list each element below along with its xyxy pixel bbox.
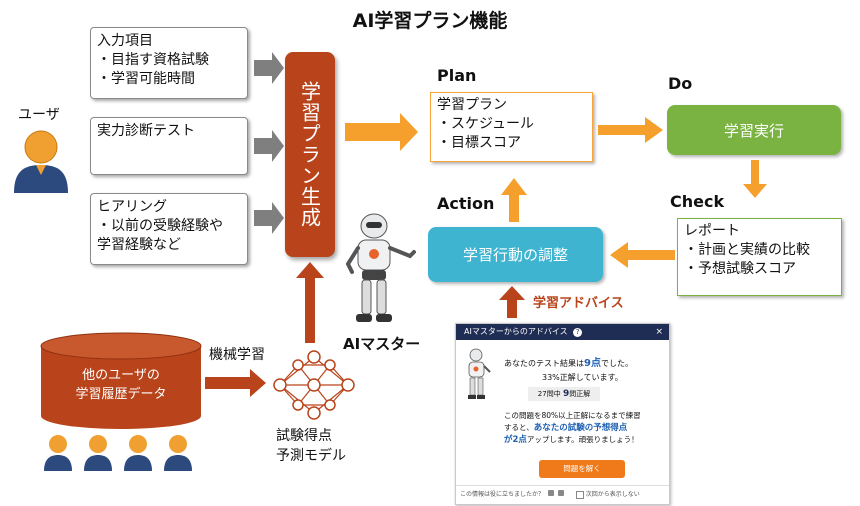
diagnostic-test-line: 実力診断テスト xyxy=(97,123,195,139)
plan-line: ・目標スコア xyxy=(437,135,521,151)
thumbs-down-icon[interactable] xyxy=(557,490,564,496)
small-user-icon xyxy=(124,435,152,471)
advice-panel-title: AIマスターからのアドバイス xyxy=(464,327,568,336)
input-items-line: 入力項目 xyxy=(97,33,153,49)
plan-generation-block: 学習プラン生成 xyxy=(285,52,335,257)
check-line: ・計画と実績の比較 xyxy=(684,242,810,258)
result-line: あなたのテスト結果は9点でした。 xyxy=(504,354,633,369)
input-arrows xyxy=(254,52,284,234)
panel-footer: この情報は役に立ちましたか？ 次回から表示しない xyxy=(456,485,669,504)
do-heading: Do xyxy=(668,74,693,93)
advice-label: 学習アドバイス xyxy=(533,296,624,311)
dont-show-label: 次回から表示しない xyxy=(585,491,640,498)
solve-problem-button[interactable]: 問題を解く xyxy=(539,460,625,478)
check-line: ・予想試験スコア xyxy=(684,261,796,277)
plan-line: 学習プラン xyxy=(437,97,507,113)
model-line: 予測モデル xyxy=(276,448,346,464)
help-icon[interactable]: ? xyxy=(573,328,583,337)
ai-master-label: AIマスター xyxy=(343,335,421,353)
advice-line: すると、あなたの試験の予想得点 xyxy=(504,422,664,434)
hearing-box: ヒアリング ・以前の受験経験や 学習経験など xyxy=(90,193,248,265)
db-line: 他のユーザの xyxy=(82,368,160,383)
gen-to-plan-arrow xyxy=(345,113,418,151)
advice-line-emph: が2点 xyxy=(504,435,527,445)
close-icon[interactable]: × xyxy=(655,327,663,337)
other-users-icons xyxy=(44,435,192,471)
model-to-gen-arrow xyxy=(296,262,324,343)
do-to-check-arrow xyxy=(743,160,767,198)
accuracy-line: 33%正解しています。 xyxy=(542,373,623,382)
gray-arrow xyxy=(254,202,284,234)
advice-line-post: アップします。頑張りましょう！ xyxy=(526,435,639,444)
result-pre: あなたのテスト結果は xyxy=(504,359,584,368)
check-line: レポート xyxy=(684,223,740,239)
neural-network-icon xyxy=(273,350,355,420)
small-user-icon xyxy=(44,435,72,471)
prediction-model-label: 試験得点 予測モデル xyxy=(276,426,346,466)
plan-heading: Plan xyxy=(437,66,477,85)
result-score: 9点 xyxy=(584,358,601,369)
advice-panel-header: AIマスターからのアドバイス ? × xyxy=(456,324,669,340)
thumbs-up-icon[interactable] xyxy=(547,490,554,496)
hearing-line: 学習経験など xyxy=(97,237,181,253)
small-user-icon xyxy=(164,435,192,471)
advice-line-pre: すると、 xyxy=(504,423,534,432)
diagnostic-test-box: 実力診断テスト xyxy=(90,117,248,175)
hearing-line: ・以前の受験経験や xyxy=(97,218,223,234)
user-icon xyxy=(10,125,72,195)
user-label: ユーザ xyxy=(18,107,60,123)
action-heading: Action xyxy=(437,194,495,213)
db-line: 学習履歴データ xyxy=(75,387,167,402)
check-to-action-arrow xyxy=(610,242,675,268)
check-box: レポート ・計画と実績の比較 ・予想試験スコア xyxy=(677,218,842,296)
model-line: 試験得点 xyxy=(276,428,332,444)
advice-arrow xyxy=(499,286,525,318)
count-pre: 27問中 xyxy=(537,390,561,398)
advice-panel: AIマスターからのアドバイス ? × あなたのテスト結果は9点でした。 33%正… xyxy=(455,323,670,505)
action-to-plan-arrow xyxy=(501,178,527,222)
do-box: 学習実行 xyxy=(667,105,841,155)
plan-to-do-arrow xyxy=(598,117,663,143)
correct-count-box: 27問中 9問正解 xyxy=(528,387,600,401)
robot-icon xyxy=(340,212,420,330)
hearing-line: ヒアリング xyxy=(97,199,167,215)
advice-line: この問題を80%以上正解になるまで練習 xyxy=(504,411,641,420)
input-items-line: ・目指す資格試験 xyxy=(97,52,209,68)
gray-arrow xyxy=(254,52,284,84)
machine-learning-label: 機械学習 xyxy=(209,347,265,363)
result-post: でした。 xyxy=(600,359,633,368)
plan-line: ・スケジュール xyxy=(437,116,535,132)
plan-box: 学習プラン ・スケジュール ・目標スコア xyxy=(430,92,593,162)
advice-line: が2点アップします。頑張りましょう！ xyxy=(504,434,664,446)
panel-robot-icon xyxy=(468,348,491,399)
advice-text: この問題を80%以上正解になるまで練習 すると、あなたの試験の予想得点 が2点ア… xyxy=(504,410,664,446)
page-title: AI学習プラン機能 xyxy=(352,10,508,32)
input-items-box: 入力項目 ・目指す資格試験 ・学習可能時間 xyxy=(90,27,248,99)
db-to-model-arrow xyxy=(205,369,266,397)
input-items-line: ・学習可能時間 xyxy=(97,71,195,87)
history-database: 他のユーザの 学習履歴データ xyxy=(40,332,202,430)
count-post: 問正解 xyxy=(569,390,591,398)
advice-line-emph: あなたの試験の予想得点 xyxy=(533,423,628,433)
count-num: 9 xyxy=(562,389,570,399)
feedback-question: この情報は役に立ちましたか？ xyxy=(460,491,545,498)
gray-arrow xyxy=(254,130,284,162)
dont-show-checkbox[interactable] xyxy=(575,490,584,499)
small-user-icon xyxy=(84,435,112,471)
action-box: 学習行動の調整 xyxy=(428,227,603,282)
check-heading: Check xyxy=(670,192,725,211)
